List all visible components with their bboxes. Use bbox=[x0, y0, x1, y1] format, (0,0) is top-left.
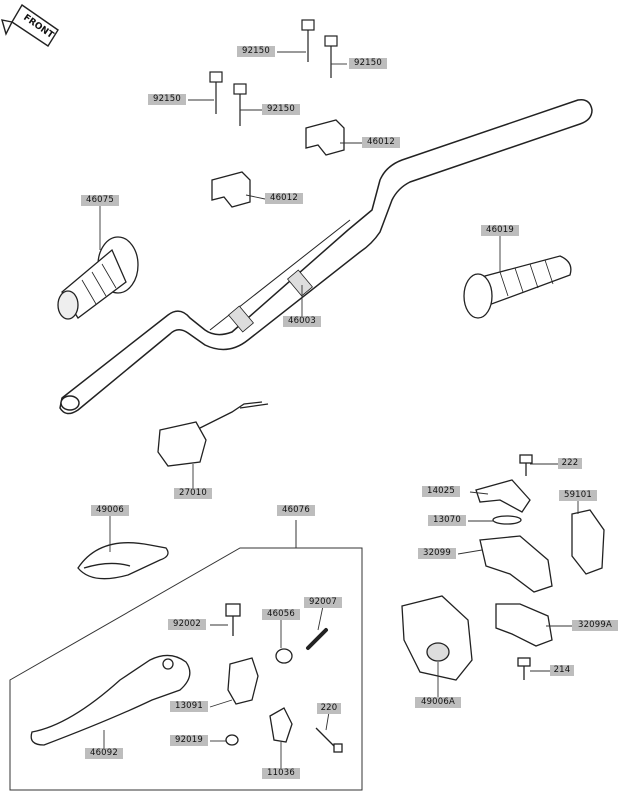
part-label-92150: 92150 bbox=[148, 94, 186, 105]
part-label-92150: 92150 bbox=[349, 58, 387, 69]
clamp-icon bbox=[211, 119, 345, 208]
part-label-46092: 46092 bbox=[85, 748, 123, 759]
part-label-13070: 13070 bbox=[428, 515, 466, 526]
part-label-92007: 92007 bbox=[304, 597, 342, 608]
part-label-32099: 32099 bbox=[418, 548, 456, 559]
right-grip-icon bbox=[463, 255, 572, 319]
part-label-32099a: 32099A bbox=[572, 620, 618, 631]
front-direction-badge: FRONT bbox=[1, 3, 59, 47]
part-label-46019: 46019 bbox=[481, 225, 519, 236]
part-label-49006: 49006 bbox=[91, 505, 129, 516]
part-label-59101: 59101 bbox=[559, 490, 597, 501]
part-label-13091: 13091 bbox=[170, 701, 208, 712]
part-label-11036: 11036 bbox=[262, 768, 300, 779]
part-label-92150: 92150 bbox=[262, 104, 300, 115]
lever-assembly-box bbox=[9, 520, 363, 791]
clutch-lever-icon bbox=[30, 654, 191, 746]
engine-stop-switch-icon bbox=[157, 401, 269, 467]
leader-lines bbox=[99, 51, 579, 768]
part-label-46056: 46056 bbox=[262, 609, 300, 620]
part-label-220: 220 bbox=[317, 703, 341, 714]
part-label-46003: 46003 bbox=[283, 316, 321, 327]
part-label-92002: 92002 bbox=[168, 619, 206, 630]
part-label-46012: 46012 bbox=[265, 193, 303, 204]
part-label-14025: 14025 bbox=[422, 486, 460, 497]
part-label-92150: 92150 bbox=[237, 46, 275, 57]
part-label-222: 222 bbox=[558, 458, 582, 469]
part-label-27010: 27010 bbox=[174, 488, 212, 499]
lever-guard-icon bbox=[77, 542, 169, 580]
part-label-46076: 46076 bbox=[277, 505, 315, 516]
brake-master-cylinder-icon bbox=[401, 454, 605, 681]
part-label-92019: 92019 bbox=[170, 735, 208, 746]
part-label-214: 214 bbox=[550, 665, 574, 676]
lever-holder-icon bbox=[225, 603, 343, 753]
left-grip-icon bbox=[57, 236, 139, 320]
part-label-49006a: 49006A bbox=[415, 697, 461, 708]
part-label-46075: 46075 bbox=[81, 195, 119, 206]
handlebar-knurl bbox=[228, 269, 313, 333]
part-label-46012: 46012 bbox=[362, 137, 400, 148]
